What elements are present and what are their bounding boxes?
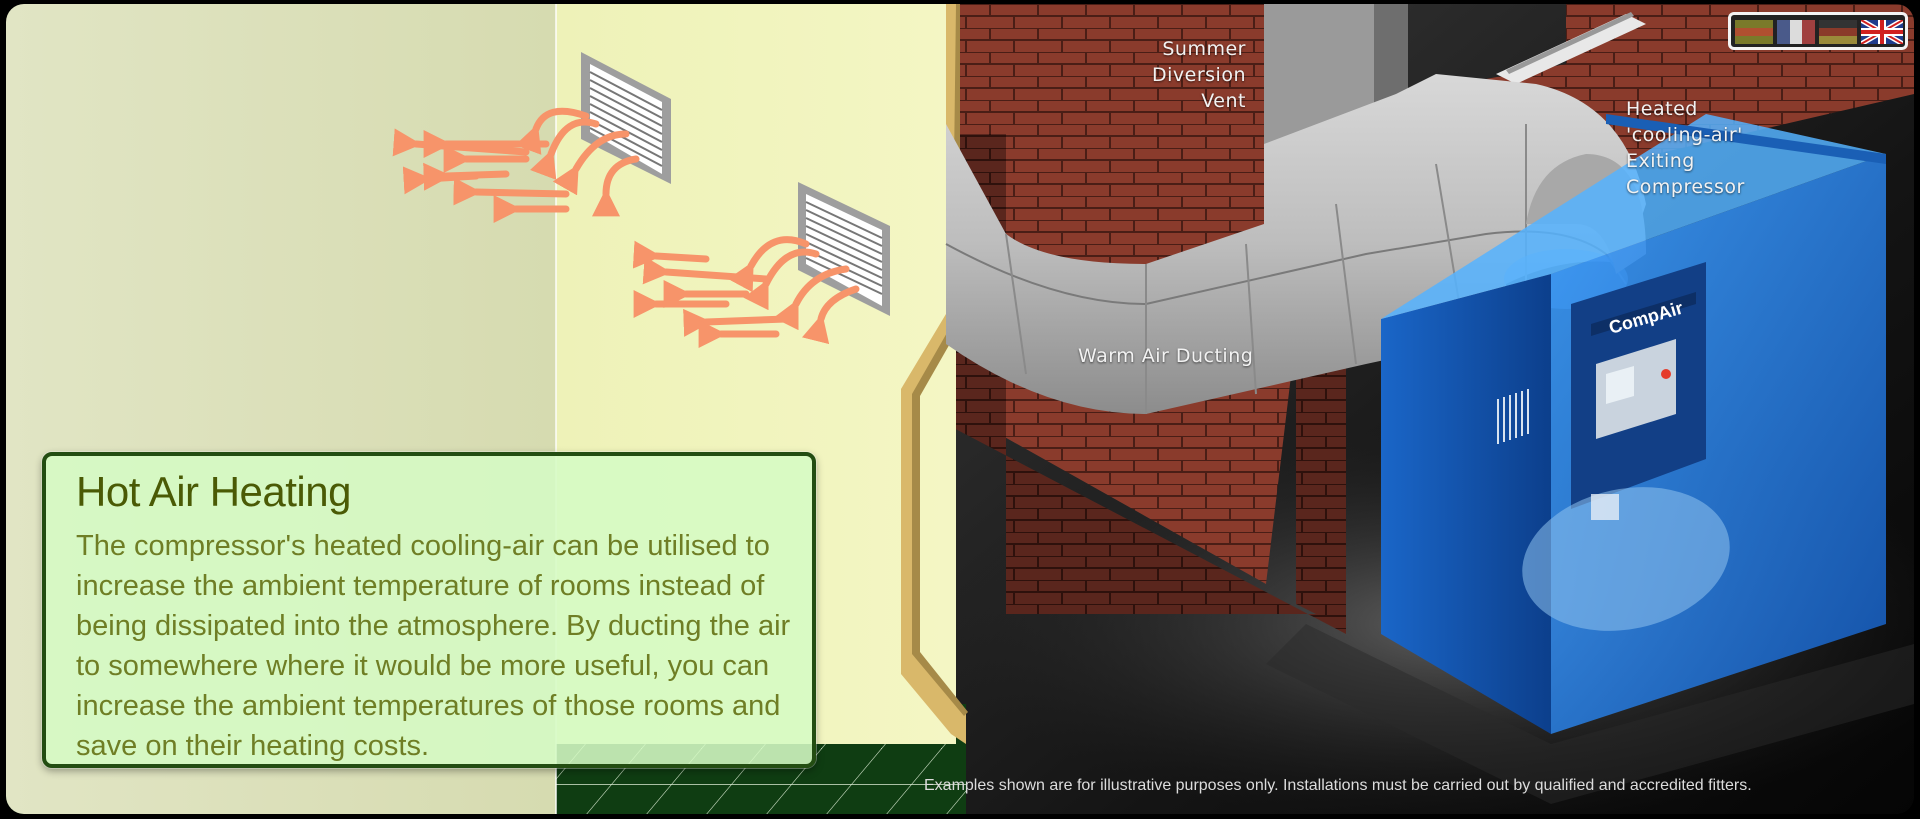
- disclaimer-text: Examples shown are for illustrative purp…: [924, 777, 1752, 794]
- compressor: CompAir: [1381, 114, 1886, 734]
- flag-icon-3[interactable]: [1819, 20, 1857, 44]
- hot-air-heating-view: CompAir Summer Diversion Vent Heated 'co…: [6, 4, 1914, 814]
- summer-diversion-vent-label: Summer Diversion Vent: [1152, 38, 1246, 112]
- uk-flag-icon[interactable]: [1861, 20, 1903, 44]
- hot-air-arrows: [392, 107, 860, 348]
- heated-cooling-air-label: Heated 'cooling-air' Exiting Compressor: [1626, 98, 1745, 198]
- warm-air-ducting-label: Warm Air Ducting: [1078, 345, 1254, 367]
- flag-icon-2[interactable]: [1777, 20, 1815, 44]
- info-body: The compressor's heated cooling-air can …: [76, 530, 791, 762]
- info-title: Hot Air Heating: [76, 468, 351, 515]
- language-selector[interactable]: [1728, 12, 1908, 50]
- illustration: CompAir: [6, 4, 1914, 814]
- flag-icon-1[interactable]: [1735, 20, 1773, 44]
- info-panel: Hot Air Heating The compressor's heated …: [42, 452, 816, 768]
